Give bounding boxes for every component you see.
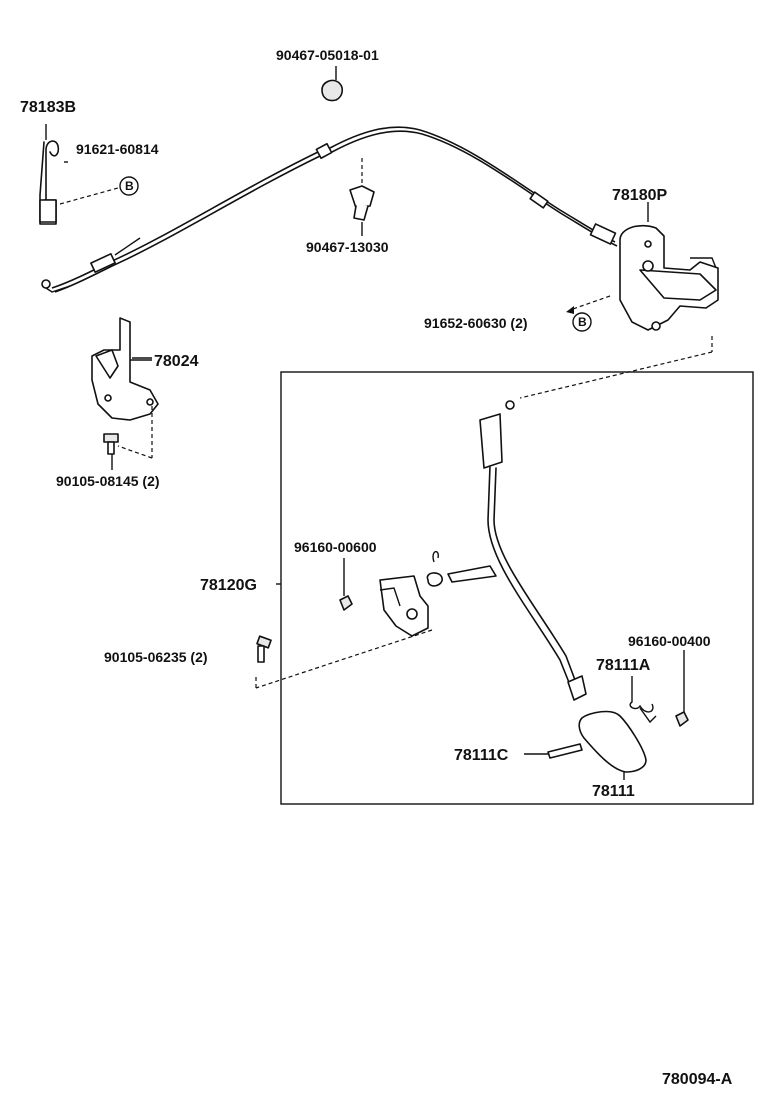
label-78111c: 78111C — [454, 747, 509, 764]
label-90105-06235: 90105-06235 (2) — [104, 649, 208, 665]
svg-text:B: B — [125, 179, 134, 193]
bracket-78180p — [619, 202, 719, 331]
label-90105-08145: 90105-08145 (2) — [56, 473, 160, 489]
clamp-90467-13030 — [349, 158, 375, 236]
ref-marker-b-2: B — [572, 312, 592, 332]
label-78111: 78111 — [592, 783, 635, 800]
pedal-bracket — [379, 575, 429, 637]
label-96160-00600: 96160-00600 — [294, 539, 377, 555]
pedal-arm — [479, 400, 587, 701]
pedal-pad-78111 — [578, 710, 647, 780]
label-90467-13030: 90467-13030 — [306, 239, 389, 255]
bracket-78024 — [91, 317, 159, 421]
nut-96160-00400 — [675, 650, 689, 727]
label-78180p: 78180P — [612, 187, 667, 204]
bolt-90105-08145 — [103, 433, 119, 470]
pedal-assembly-frame — [280, 371, 754, 805]
bolt-90105-06235 — [256, 635, 272, 663]
label-78024: 78024 — [154, 353, 199, 370]
label-78120g: 78120G — [200, 577, 257, 594]
pivot-pin — [426, 551, 497, 587]
ref-marker-b-1: B — [119, 176, 139, 196]
nut-96160-00600 — [339, 558, 353, 611]
label-91652-60630: 91652-60630 (2) — [424, 315, 528, 331]
label-96160-00400: 96160-00400 — [628, 633, 711, 649]
pin-78111c — [524, 743, 583, 759]
label-78111a: 78111A — [596, 657, 651, 674]
label-91621-60814: 91621-60814 — [76, 141, 159, 157]
svg-text:B: B — [578, 315, 587, 329]
hook-clip-78183b — [39, 124, 60, 225]
grommet-90467-05018 — [321, 66, 344, 102]
label-78183b: 78183B — [20, 99, 76, 116]
label-90467-05018-01: 90467-05018-01 — [276, 47, 379, 63]
spring-78111a — [629, 676, 657, 724]
accelerator-cable — [41, 126, 618, 293]
figure-code: 780094-A — [662, 1071, 733, 1088]
